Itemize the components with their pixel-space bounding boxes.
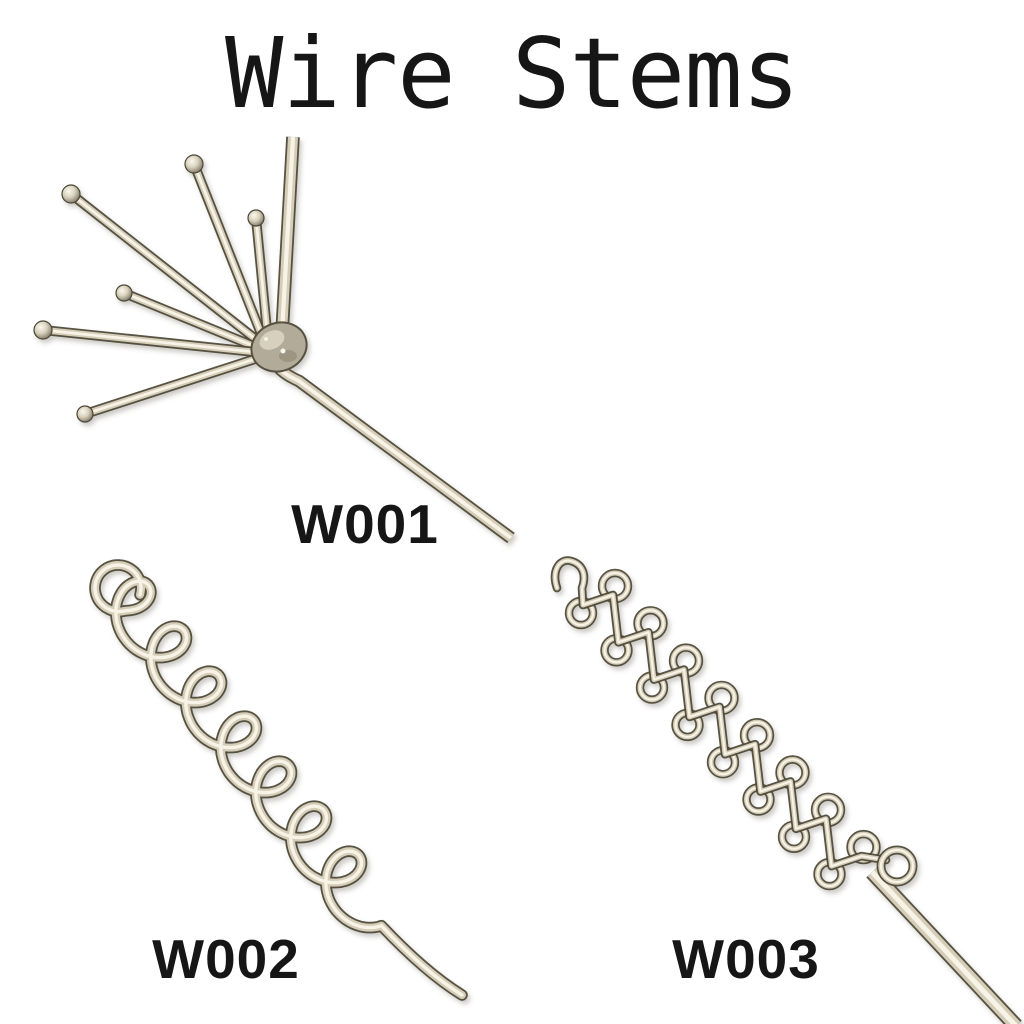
wire-loop-vine-w003-image bbox=[550, 556, 1022, 1024]
product-code-w001: W001 bbox=[291, 493, 439, 555]
wire-spray-w001-image bbox=[33, 136, 515, 544]
product-code-w002: W002 bbox=[152, 928, 300, 990]
wire-spiral-w002-image bbox=[89, 559, 468, 1001]
product-code-w003: W003 bbox=[672, 928, 820, 990]
page-title: Wire Stems bbox=[225, 17, 800, 130]
